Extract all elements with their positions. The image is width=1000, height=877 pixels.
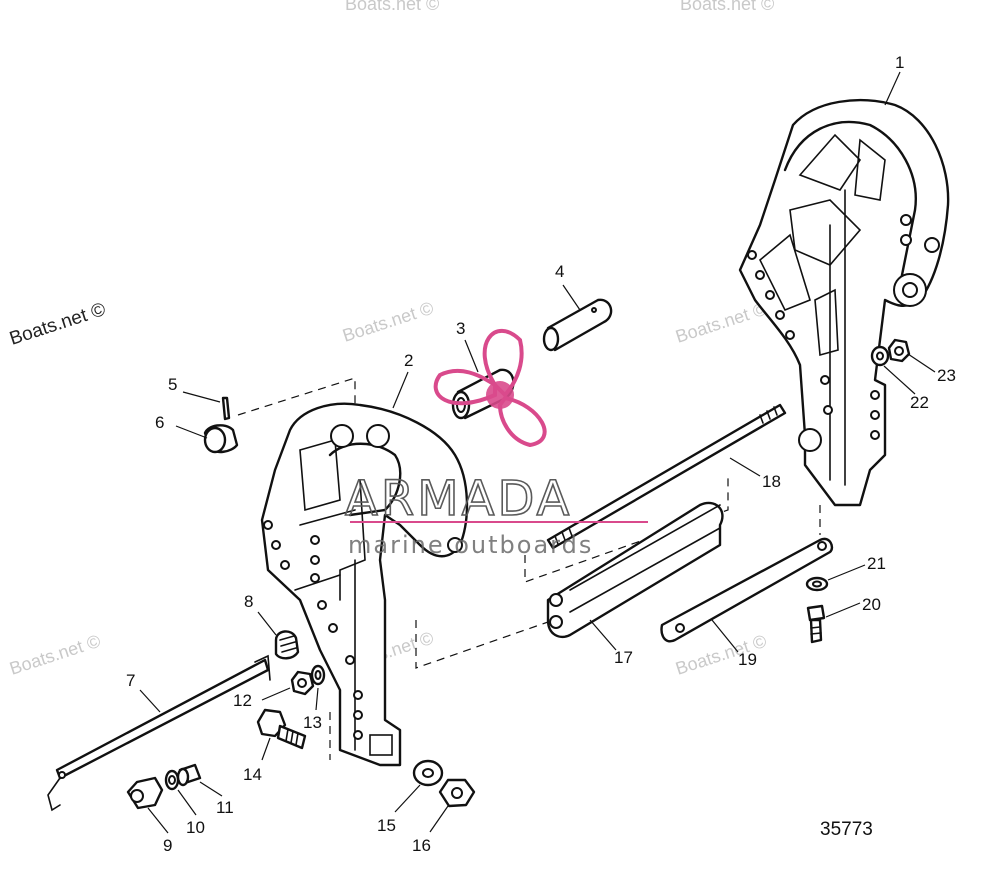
watermark: Boats.net © bbox=[680, 0, 774, 14]
callout-20: 20 bbox=[862, 595, 881, 614]
washer-10 bbox=[164, 769, 180, 791]
callout-9: 9 bbox=[163, 836, 172, 855]
watermark: Boats.net © bbox=[673, 299, 769, 347]
washer-15 bbox=[412, 759, 444, 787]
callout-21: 21 bbox=[867, 554, 886, 573]
transom-bracket-starboard bbox=[738, 99, 950, 507]
knob bbox=[274, 630, 300, 660]
cotter-pin bbox=[221, 396, 231, 421]
callout-8: 8 bbox=[244, 592, 253, 611]
callout-1: 1 bbox=[895, 53, 904, 72]
callout-19: 19 bbox=[738, 650, 757, 669]
figure-number: 35773 bbox=[820, 819, 873, 840]
callout-6: 6 bbox=[155, 413, 164, 432]
tie-bar bbox=[660, 537, 834, 643]
assembly-lines bbox=[237, 377, 821, 760]
callout-17: 17 bbox=[614, 648, 633, 667]
callout-15: 15 bbox=[377, 816, 396, 835]
callout-5: 5 bbox=[168, 375, 177, 394]
nut-9 bbox=[126, 776, 164, 810]
callout-18: 18 bbox=[762, 472, 781, 491]
callout-3: 3 bbox=[456, 319, 465, 338]
spacer-11 bbox=[176, 763, 202, 787]
bolt-20 bbox=[806, 604, 826, 644]
washer-13 bbox=[310, 664, 326, 686]
callout-7: 7 bbox=[126, 671, 135, 690]
callout-12: 12 bbox=[233, 691, 252, 710]
watermark: Boats.net © bbox=[7, 631, 103, 679]
callout-numbers: 1 2 3 4 5 6 7 8 9 10 11 12 13 14 15 16 1… bbox=[126, 53, 956, 855]
cap bbox=[203, 424, 239, 454]
washer-21 bbox=[805, 576, 829, 592]
copyright-label: Boats.net © bbox=[7, 299, 108, 350]
callout-10: 10 bbox=[186, 818, 205, 837]
callout-14: 14 bbox=[243, 765, 262, 784]
callout-4: 4 bbox=[555, 262, 564, 281]
leader-lines bbox=[139, 71, 936, 834]
watermark: Boats.net © bbox=[345, 0, 439, 14]
callout-23: 23 bbox=[937, 366, 956, 385]
bolt-14 bbox=[256, 708, 307, 750]
washer-22 bbox=[870, 345, 890, 367]
tilt-lock-lever bbox=[47, 654, 271, 812]
pin bbox=[542, 298, 613, 352]
spacer-tube bbox=[546, 501, 724, 639]
nut-23 bbox=[887, 338, 911, 363]
brand-name: ARMADA bbox=[345, 471, 572, 527]
watermark: Boats.net © bbox=[340, 298, 436, 346]
brand-logo: ARMADA marine outboards bbox=[344, 328, 648, 559]
brand-tagline: marine outboards bbox=[348, 531, 593, 559]
callout-22: 22 bbox=[910, 393, 929, 412]
callout-13: 13 bbox=[303, 713, 322, 732]
callout-11: 11 bbox=[216, 798, 234, 817]
nut-12 bbox=[290, 670, 315, 696]
callout-2: 2 bbox=[404, 351, 413, 370]
tilt-rod bbox=[546, 403, 787, 550]
nut-16 bbox=[438, 778, 476, 808]
transom-bracket-port bbox=[260, 402, 469, 767]
callout-16: 16 bbox=[412, 836, 431, 855]
